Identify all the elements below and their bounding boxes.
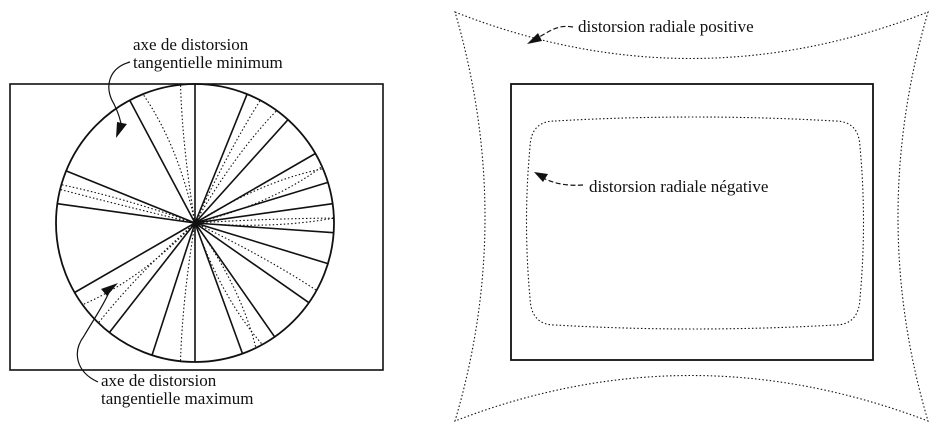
radial-line <box>194 181 329 224</box>
radial-line <box>194 222 276 338</box>
distorted-line <box>194 222 317 291</box>
radial-line <box>194 222 334 234</box>
label-max-axis-line1: axe de distorsion <box>101 371 217 390</box>
distorted-line <box>194 222 263 345</box>
radial-line <box>194 222 310 304</box>
distorted-line <box>194 110 278 224</box>
radial-line <box>194 222 329 265</box>
radial-line <box>128 99 196 224</box>
radial-line <box>57 202 196 224</box>
label-negative: distorsion radiale négative <box>589 177 768 196</box>
label-positive: distorsion radiale positive <box>578 17 754 36</box>
radial-line <box>194 152 316 224</box>
image-frame-right <box>510 83 874 361</box>
distorted-line <box>97 222 196 324</box>
radial-distortion-panel: distorsion radiale positive distorsion r… <box>454 11 929 422</box>
label-min-axis-line2: tangentielle minimum <box>133 53 283 72</box>
distorted-lines <box>59 84 334 362</box>
distorted-line <box>82 222 196 306</box>
distorted-line <box>194 168 324 224</box>
distorted-line <box>179 84 196 224</box>
barrel-outline <box>525 116 865 330</box>
label-min-axis-line1: axe de distorsion <box>133 35 249 54</box>
distorted-line <box>194 166 323 224</box>
radial-line <box>65 170 196 224</box>
label-max-axis-line2: tangentielle maximum <box>101 389 254 408</box>
radial-line <box>74 222 196 294</box>
radial-line <box>194 93 248 224</box>
radial-line <box>194 202 333 224</box>
distorted-line <box>142 93 196 224</box>
arrow-max-axis <box>76 283 118 383</box>
radial-line <box>108 222 196 333</box>
tangential-distortion-panel: axe de distorsion tangentielle minimum a… <box>9 35 384 408</box>
pincushion-outline <box>454 11 929 422</box>
arrow-min-axis <box>108 61 131 138</box>
arrow-positive <box>527 25 574 44</box>
distorted-line <box>194 222 257 349</box>
radial-line <box>151 222 196 356</box>
distorted-line <box>61 184 196 224</box>
arrow-negative <box>534 172 584 186</box>
radial-line <box>194 119 289 224</box>
